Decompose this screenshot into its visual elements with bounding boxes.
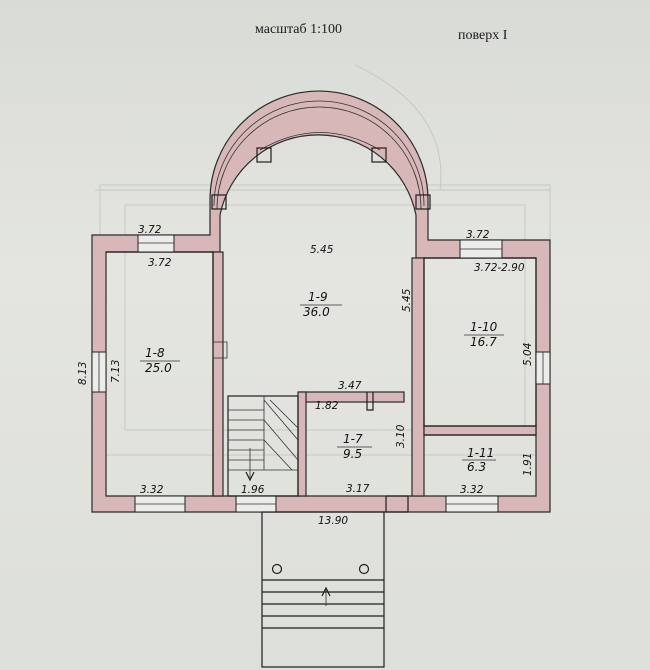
room-labels: 1-8 25.0 1-9 36.0 1-10 16.7 1-7 9.5 1-11 [140, 290, 504, 474]
dim-right-small-side: 1.91 [522, 453, 534, 476]
room-number: 1-9 [308, 290, 328, 304]
window-left-side [91, 351, 107, 393]
dim-left-side-outer: 8.13 [77, 362, 89, 385]
dim-room7-bottom: 3.17 [346, 483, 370, 495]
room-1-8: 1-8 25.0 [140, 346, 180, 375]
room-number: 1-7 [343, 432, 363, 446]
floor-label: поверх I [458, 28, 508, 43]
window-right-side [535, 351, 551, 385]
room-area: 9.5 [343, 447, 362, 461]
room-number: 1-10 [470, 320, 498, 334]
window-right-bottom [445, 495, 499, 513]
windows [91, 234, 551, 513]
dim-corridor-side: 1.82 [315, 400, 339, 412]
wall-left-room [212, 251, 224, 497]
dim-room7-side: 3.10 [395, 424, 407, 448]
dim-right-bottom: 3.32 [460, 484, 484, 496]
room-number: 1-8 [145, 346, 165, 360]
wall-right-room [411, 257, 425, 497]
window-stair-bottom [235, 495, 277, 513]
scale-label: масштаб 1:100 [255, 22, 342, 37]
dim-stair-bottom: 1.96 [241, 484, 265, 496]
room-area: 16.7 [470, 335, 497, 349]
room-number: 1-11 [467, 446, 494, 460]
window-left-top [137, 234, 175, 253]
dim-right-top-inner: 3.72-2.90 [474, 262, 525, 274]
dimensions: 3.72 3.72 8.13 7.13 3.32 1.96 5.45 5.45 … [77, 224, 534, 527]
door-opening [385, 495, 409, 513]
dim-left-top-outer: 3.72 [138, 224, 162, 236]
room-area: 6.3 [467, 460, 486, 474]
porch [261, 511, 385, 668]
dim-left-bottom: 3.32 [140, 484, 164, 496]
staircase [227, 395, 299, 497]
room-1-9: 1-9 36.0 [300, 290, 342, 319]
window-left-bottom [134, 495, 186, 513]
room-1-7: 1-7 9.5 [337, 432, 372, 461]
dim-right-top-outer: 3.72 [466, 229, 490, 241]
room-area: 25.0 [145, 361, 172, 375]
wall-room7-left [297, 391, 307, 497]
dim-left-top-inner: 3.72 [148, 257, 172, 269]
wall-room11-top [423, 425, 537, 436]
dim-hall-width: 5.45 [310, 244, 334, 256]
dim-overall: 13.90 [318, 515, 348, 527]
dim-corridor-top: 3.47 [338, 380, 362, 392]
room-1-11: 1-11 6.3 [462, 446, 496, 474]
room-1-10: 1-10 16.7 [464, 320, 504, 349]
dim-left-side-inner: 7.13 [110, 360, 122, 383]
window-right-top [459, 239, 503, 259]
room-area: 36.0 [303, 305, 330, 319]
arch-windows [211, 100, 431, 210]
dim-hall-side: 5.45 [401, 288, 413, 312]
dim-right-side: 5.04 [522, 343, 534, 366]
outer-wall [91, 90, 551, 513]
